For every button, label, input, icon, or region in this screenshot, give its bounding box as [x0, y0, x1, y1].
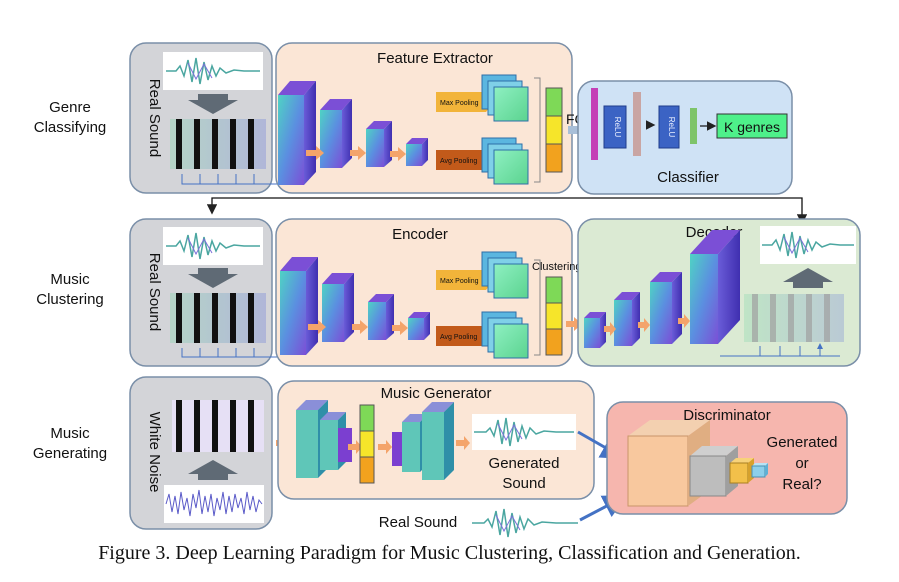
deconv-layer-stack [584, 230, 740, 348]
row-label-genre-line2: Classifying [33, 119, 107, 136]
output-layer [690, 108, 697, 144]
figure-caption: Figure 3. Deep Learning Paradigm for Mus… [98, 542, 801, 564]
bracket [534, 259, 541, 356]
clustering-label: Clustering [532, 261, 582, 273]
music-generator-title: Music Generator [381, 385, 492, 402]
feature-vector [545, 87, 563, 173]
discriminator-layer-stack [627, 420, 768, 507]
max-pooling-block: Max Pooling [436, 74, 529, 122]
relu-block-1 [603, 105, 627, 149]
waveform-icon [163, 52, 263, 90]
fc-layer [591, 88, 598, 160]
row-label-generate-line2: Generating [32, 445, 108, 462]
decoder-panel: Decoder [577, 218, 861, 367]
generator-layer-stack [296, 400, 352, 478]
real-waveform-icon [470, 506, 580, 540]
generate-input-label: White Noise [146, 412, 163, 493]
discriminator-output-2: or [795, 455, 808, 472]
discriminator-output-1: Generated [767, 434, 838, 451]
row-label-cluster-line1: Music [50, 271, 90, 288]
conv-layer-stack [280, 257, 430, 355]
cluster-input-label: Real Sound [146, 253, 163, 331]
orange-arrow-icon [378, 440, 392, 454]
orange-arrow-icon [604, 314, 690, 336]
noise-spectrogram-icon [172, 400, 264, 452]
waveform-icon [163, 227, 263, 265]
max-pooling-label: Max Pooling [440, 100, 479, 107]
down-arrow-icon [188, 94, 238, 114]
generated-sound-label-1: Generated [489, 455, 560, 472]
music-generator-panel: Music Generator [277, 380, 595, 500]
avg-pooling-label: Avg Pooling [440, 334, 477, 341]
k-genres-box [716, 113, 788, 139]
row-label-generate: Music Generating [10, 424, 130, 464]
encoder-panel: Encoder Max P [275, 218, 582, 367]
classifier-title: Classifier [657, 169, 719, 186]
orange-arrow-icon [306, 146, 406, 161]
orange-arrow-icon [308, 320, 408, 335]
avg-pooling-block: Avg Pooling [436, 137, 529, 185]
spectrogram-icon [170, 293, 300, 358]
generate-input-panel: White Noise [129, 376, 273, 530]
hidden-layer [633, 92, 641, 156]
generated-waveform-icon [472, 414, 576, 450]
generated-sound-label-2: Sound [502, 475, 545, 492]
orange-arrow-icon [348, 440, 362, 454]
cluster-input-panel: Real Sound [129, 218, 300, 367]
down-arrow-icon [188, 268, 238, 288]
max-pooling-label: Max Pooling [440, 278, 479, 285]
latent-vector [545, 276, 563, 356]
row-label-genre: Genre Classifying [10, 98, 130, 138]
row-label-genre-line1: Genre [49, 99, 91, 116]
up-arrow-icon [188, 460, 238, 480]
connector-line [211, 197, 803, 218]
genre-input-label: Real Sound [146, 79, 163, 157]
feature-extractor-title: Feature Extractor [377, 50, 493, 67]
reconstructed-spectrogram-icon [720, 294, 844, 357]
white-noise-waveform-icon [164, 485, 264, 523]
relu-block-2 [658, 105, 680, 149]
orange-arrow-icon [456, 436, 470, 450]
discriminator-title: Discriminator [683, 407, 771, 424]
avg-pooling-label: Avg Pooling [440, 158, 477, 165]
row-label-generate-line1: Music [50, 425, 90, 442]
generator-upsample-stack [392, 402, 454, 480]
relu-label-2: ReLU [667, 117, 676, 138]
genre-input-panel: Real Sound [129, 42, 300, 194]
waveform-icon [760, 226, 856, 264]
conv-layer-stack [278, 81, 428, 185]
up-arrow-icon [783, 268, 833, 288]
encoder-title: Encoder [392, 226, 448, 243]
discriminator-output-3: Real? [782, 476, 821, 493]
classifier-panel: ReLU ReLU K genres Classifier [577, 80, 793, 195]
discriminator-panel: Discriminator Generated or Real? [606, 401, 848, 515]
row-label-cluster: Music Clustering [10, 270, 130, 310]
max-pooling-block: Max Pooling [436, 251, 529, 299]
k-genres-label: K genres [724, 119, 780, 135]
bracket [534, 77, 541, 183]
row-label-cluster-line2: Clustering [36, 291, 104, 308]
spectrogram-icon [170, 119, 300, 185]
relu-label-1: ReLU [613, 117, 622, 138]
noise-vector [359, 404, 375, 484]
real-sound-label: Real Sound [379, 514, 457, 531]
feature-extractor-panel: Feature Extractor [275, 42, 573, 194]
avg-pooling-block: Avg Pooling [436, 311, 529, 359]
